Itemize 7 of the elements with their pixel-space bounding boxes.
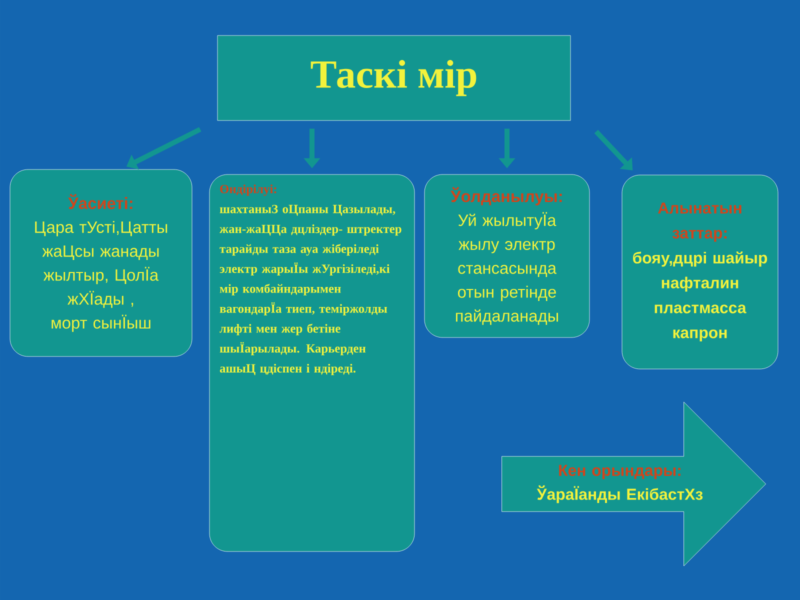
info-box: Ўолданылуы: Уй жылытуЇа жылу электр стансасында отын ретінде пайдаланады (424, 174, 590, 338)
arrow (594, 130, 633, 170)
arrow-shaped-box: Кен орындары: ЎараЇанды ЕкібастХз (502, 402, 766, 566)
info-box: Ўасиеті: Цара тУсті,Цатты жаЦсы жанады жылтыр, ЦолЇа жХЇады , морт сынЇыш (10, 169, 192, 357)
title-box: Таскі мір (217, 35, 571, 121)
info-box: Алынатын заттар: бояу,дцрі шайыр нафталин пластмасса капрон (622, 174, 778, 370)
info-box: Өндірілуі: шахтаныЗ оЦпаны Цазылады, жан-жаЦЦа дцліздер- штректер тарайды таза ауа жіберіледі электр жарыЇы жУргізіледі,кі мір комбайндарымен вагондарЇа тиеп, теміржолды лифті мен жер бетіне шыЇарылады. Карьерден ашыЦ цдіспен і ндіреді. (209, 174, 415, 552)
